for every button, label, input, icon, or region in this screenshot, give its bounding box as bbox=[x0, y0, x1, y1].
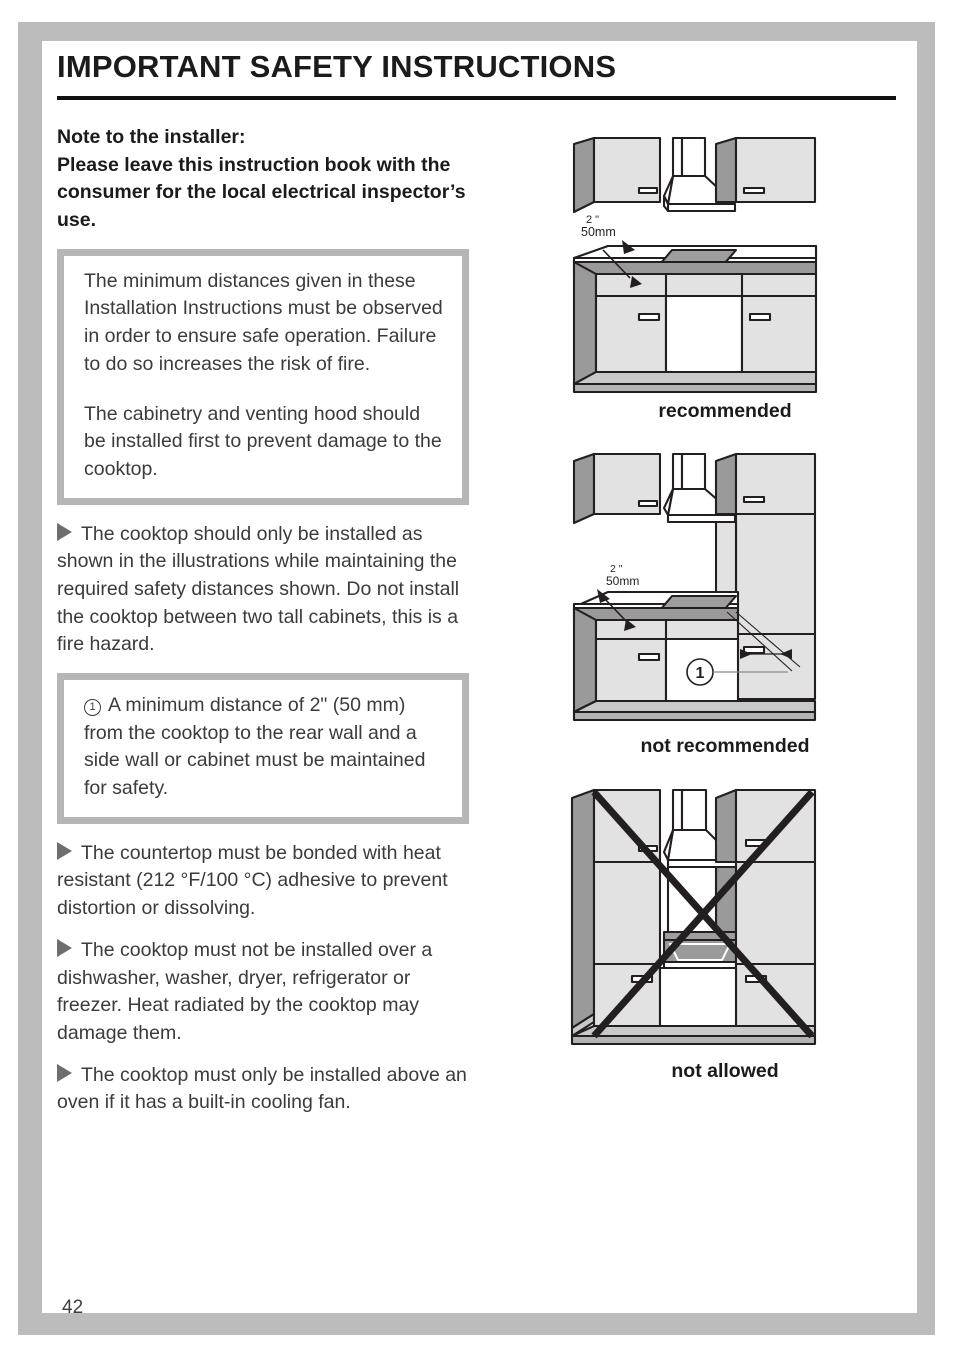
safety-bullet-1-text: The cooktop should only be installed as … bbox=[57, 522, 460, 656]
figure-recommended: 2 " 50mm bbox=[560, 134, 890, 394]
dimension-label-mm: 50mm bbox=[581, 225, 616, 239]
minimum-distances-callout: The minimum distances given in these Ins… bbox=[57, 248, 469, 505]
triangle-bullet-icon bbox=[57, 1063, 72, 1082]
dimension-callout-2in: 2 " 50mm bbox=[597, 563, 639, 631]
caption-recommended: recommended bbox=[658, 400, 792, 422]
figure-not-allowed bbox=[560, 784, 890, 1054]
circled-one-marker-icon: 1 bbox=[696, 665, 705, 682]
dimension-label-mm: 50mm bbox=[606, 574, 639, 588]
callout-paragraph-2: The cabinetry and venting hood should be… bbox=[84, 402, 442, 480]
safety-bullet-3: The cooktop must not be installed over a… bbox=[57, 937, 469, 1048]
safety-bullet-3-text: The cooktop must not be installed over a… bbox=[57, 938, 433, 1044]
caption-not-recommended: not recommended bbox=[640, 735, 810, 757]
triangle-bullet-icon bbox=[57, 938, 72, 957]
callout-paragraph-1: The minimum distances given in these Ins… bbox=[84, 269, 443, 375]
safety-bullet-2: The countertop must be bonded with heat … bbox=[57, 840, 469, 923]
not-allowed-diagram-svg bbox=[570, 788, 817, 1046]
right-illustration-column: 2 " 50mm recommended bbox=[560, 134, 890, 1109]
figure-not-recommended: 2 " 50mm 1 bbox=[560, 449, 890, 729]
safety-bullet-1: The cooktop should only be installed as … bbox=[57, 521, 469, 659]
dimension-label-inches: 2 " bbox=[610, 563, 623, 575]
left-text-column: Note to the installer: Please leave this… bbox=[57, 124, 469, 1131]
safety-bullet-4-text: The cooktop must only be installed above… bbox=[57, 1063, 467, 1114]
title-divider bbox=[57, 96, 896, 100]
not-recommended-diagram-svg: 2 " 50mm 1 bbox=[572, 452, 817, 722]
side-clearance-callout: 1 bbox=[686, 611, 801, 686]
page-number: 42 bbox=[62, 1297, 84, 1318]
triangle-bullet-icon bbox=[57, 841, 72, 860]
triangle-bullet-icon bbox=[57, 522, 72, 541]
callout-2-text: A minimum distance of 2" (50 mm) from th… bbox=[84, 694, 426, 800]
note-to-installer-heading: Note to the installer: Please leave this… bbox=[57, 126, 466, 232]
recommended-diagram-svg: 2 " 50mm bbox=[572, 136, 818, 394]
dimension-callout-2in: 2 " 50mm bbox=[581, 214, 642, 288]
safety-bullet-4: The cooktop must only be installed above… bbox=[57, 1062, 469, 1117]
not-allowed-cross-icon bbox=[591, 789, 815, 1039]
dimension-label-inches: 2 " bbox=[586, 214, 599, 226]
circled-one-marker-icon: 1 bbox=[84, 699, 101, 716]
caption-not-allowed: not allowed bbox=[671, 1060, 779, 1082]
safety-bullet-2-text: The countertop must be bonded with heat … bbox=[57, 841, 448, 920]
page-title: IMPORTANT SAFETY INSTRUCTIONS bbox=[57, 49, 617, 84]
